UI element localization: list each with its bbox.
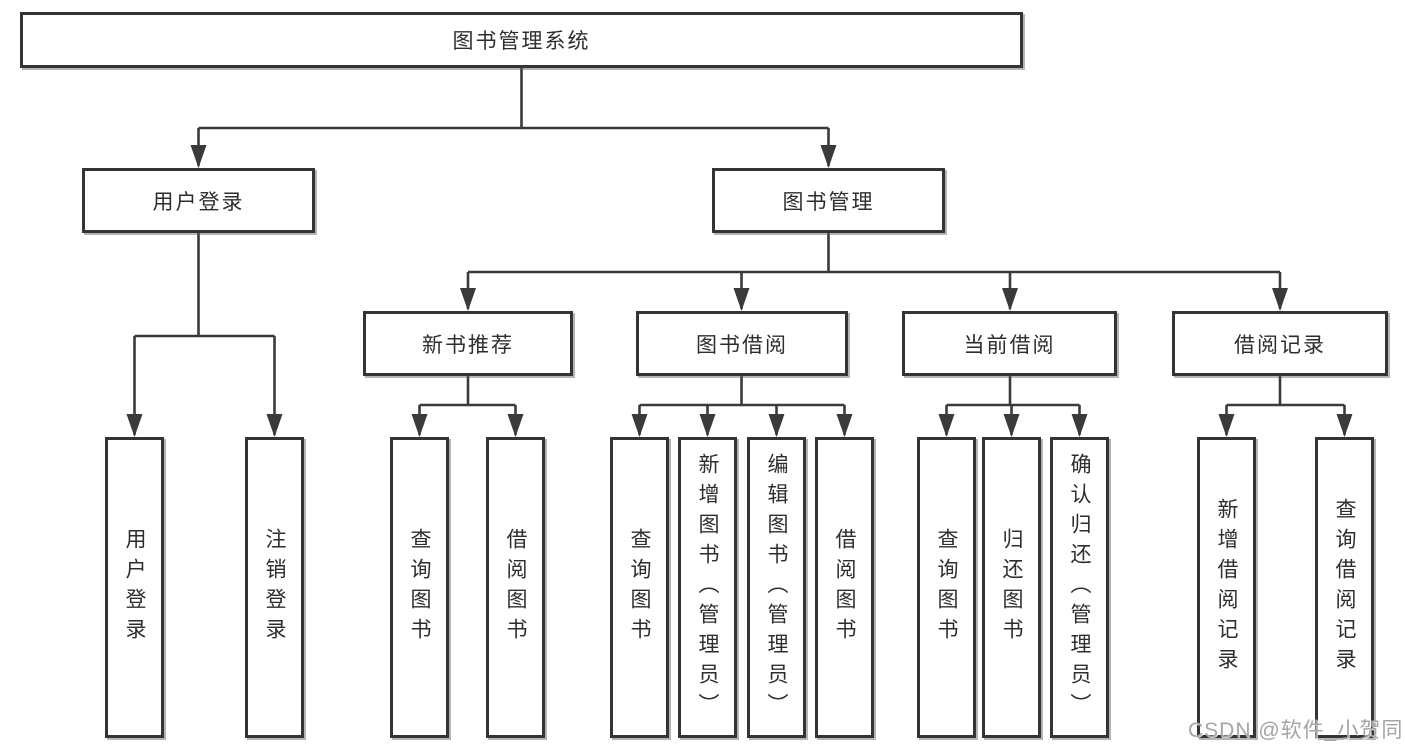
connector-book-borrow	[638, 375, 846, 435]
node-label: 图书借阅	[696, 333, 788, 357]
arrowhead-icon	[938, 414, 955, 437]
node-label: 新增图书（管理员）	[696, 452, 719, 723]
arrowhead-icon	[126, 414, 143, 437]
arrowhead-icon	[190, 145, 207, 168]
leaf-borrow-books-2: 借阅图书	[815, 437, 874, 738]
node-label: 新书推荐	[422, 333, 514, 357]
arrowhead-icon	[507, 414, 524, 437]
node-label: 图书管理	[782, 190, 875, 214]
node-label: 归还图书	[1000, 527, 1023, 648]
node-label: 查询借阅记录	[1333, 497, 1356, 678]
leaf-query-borrow-record: 查询借阅记录	[1315, 437, 1374, 738]
arrowhead-icon	[1002, 288, 1018, 311]
connector-new-books	[418, 375, 517, 435]
arrowhead-icon	[460, 288, 476, 311]
arrowhead-icon	[1071, 414, 1088, 437]
node-label: 查询图书	[628, 527, 651, 648]
leaf-add-borrow-record: 新增借阅记录	[1197, 437, 1256, 738]
arrowhead-icon	[1336, 414, 1353, 437]
node-borrow-records: 借阅记录	[1172, 311, 1388, 376]
node-label: 借阅图书	[504, 527, 527, 648]
node-label: 查询图书	[408, 527, 431, 648]
leaf-add-books-admin: 新增图书（管理员）	[678, 437, 737, 738]
node-label: 借阅图书	[833, 527, 856, 648]
node-label: 注销登录	[263, 527, 286, 648]
node-label: 图书管理系统	[452, 30, 591, 53]
arrowhead-icon	[411, 414, 428, 437]
connector-user-login	[133, 232, 276, 435]
arrowhead-icon	[1218, 414, 1235, 437]
node-label: 确认归还（管理员）	[1068, 452, 1091, 723]
csdn-watermark: CSDN @软件_小贺同学	[1188, 719, 1404, 742]
node-current-borrow: 当前借阅	[902, 311, 1117, 376]
connector-root	[197, 67, 830, 166]
arrowhead-icon	[1003, 414, 1020, 437]
arrowheads	[126, 145, 1353, 437]
node-label: 当前借阅	[963, 333, 1056, 357]
arrowhead-icon	[266, 414, 283, 437]
leaf-edit-books-admin: 编辑图书（管理员）	[747, 437, 806, 738]
node-label: 借阅记录	[1234, 333, 1326, 357]
connector-book-mgmt	[466, 232, 1282, 309]
arrowhead-icon	[836, 414, 853, 437]
leaf-query-books-2: 查询图书	[610, 437, 669, 738]
node-label: 编辑图书（管理员）	[765, 452, 788, 723]
arrowhead-icon	[699, 414, 716, 437]
leaf-return-books: 归还图书	[982, 437, 1041, 738]
leaf-logout: 注销登录	[245, 437, 304, 738]
connector-borrow-records	[1225, 375, 1346, 435]
arrowhead-icon	[820, 145, 837, 168]
arrowhead-icon	[631, 414, 648, 437]
node-new-book-recommend: 新书推荐	[363, 311, 573, 376]
node-book-borrow: 图书借阅	[636, 311, 848, 376]
node-label: 新增借阅记录	[1215, 497, 1238, 678]
leaf-query-books-3: 查询图书	[917, 437, 976, 738]
node-book-management-branch: 图书管理	[712, 168, 945, 233]
node-label: 用户登录	[123, 527, 146, 648]
node-label: 查询图书	[935, 527, 958, 648]
leaf-query-books-1: 查询图书	[390, 437, 449, 738]
node-user-login-branch: 用户登录	[82, 168, 315, 233]
leaf-confirm-return-admin: 确认归还（管理员）	[1050, 437, 1109, 738]
leaf-borrow-books-1: 借阅图书	[486, 437, 545, 738]
arrowhead-icon	[733, 288, 750, 311]
node-root-system: 图书管理系统	[20, 12, 1023, 68]
leaf-user-login: 用户登录	[105, 437, 164, 738]
node-label: 用户登录	[152, 190, 245, 214]
arrowhead-icon	[1272, 288, 1288, 311]
connector-lines	[133, 67, 1346, 435]
arrowhead-icon	[768, 414, 785, 437]
